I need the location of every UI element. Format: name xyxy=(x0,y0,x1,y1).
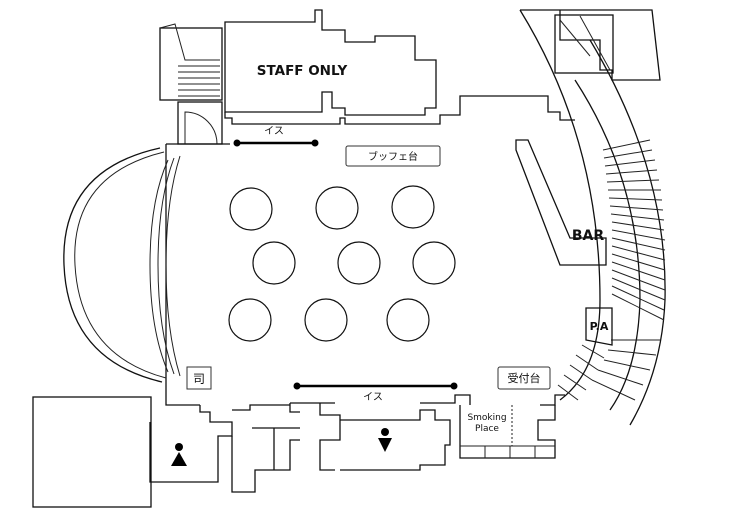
entrance-door xyxy=(177,101,223,145)
round-table xyxy=(304,298,348,342)
pa-label: P.A xyxy=(590,320,609,333)
reception-table: 受付台 xyxy=(497,366,551,390)
bar-label: BAR xyxy=(572,228,605,244)
round-table xyxy=(252,241,296,285)
womens-restroom xyxy=(149,405,233,483)
round-table xyxy=(315,186,359,230)
chairs-bottom: イス xyxy=(293,382,458,403)
round-table xyxy=(412,241,456,285)
restroom-corridor xyxy=(231,403,341,493)
chairs-bottom-label: イス xyxy=(363,392,383,403)
round-tables xyxy=(228,185,456,342)
chairs-top-label: イス xyxy=(264,126,284,137)
male-restroom-icon xyxy=(378,428,392,452)
smoking-label-line1: Smoking xyxy=(467,413,506,423)
mens-restroom xyxy=(340,409,451,471)
smoking-place: Smoking Place xyxy=(459,405,556,459)
staff-only-label: STAFF ONLY xyxy=(257,63,348,79)
stairs-top-left xyxy=(159,23,223,101)
buffet-label: ブッフェ台 xyxy=(368,150,418,163)
round-table xyxy=(229,187,273,231)
mc-podium: 司 xyxy=(186,366,212,390)
stage xyxy=(63,147,181,383)
staff-only-room: STAFF ONLY xyxy=(224,9,437,116)
round-table xyxy=(337,241,381,285)
chairs-top: イス xyxy=(233,126,319,147)
right-steps xyxy=(591,139,666,401)
buffet-table: ブッフェ台 xyxy=(345,145,441,167)
reception-label: 受付台 xyxy=(508,371,541,385)
outer-block-left xyxy=(32,396,152,508)
female-restroom-icon xyxy=(171,443,187,466)
right-wall-structure xyxy=(519,9,666,426)
round-table xyxy=(391,185,435,229)
pa-booth: P.A xyxy=(585,307,613,346)
smoking-label-line2: Place xyxy=(475,424,499,434)
round-table xyxy=(228,298,272,342)
pa-steps xyxy=(557,344,605,401)
mc-label: 司 xyxy=(193,372,205,386)
round-table xyxy=(386,298,430,342)
